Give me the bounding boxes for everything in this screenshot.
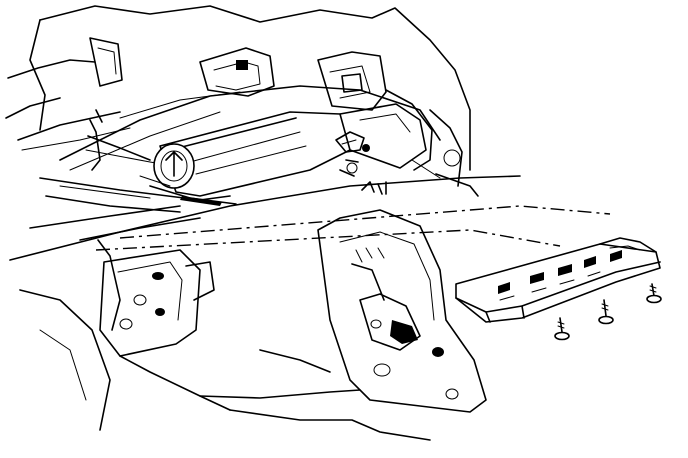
mounting-plate (455, 237, 661, 323)
screw-3 (646, 283, 662, 304)
vehicle-body-structure (5, 5, 521, 331)
screw-2 (598, 299, 614, 325)
tunnel-module (87, 103, 427, 206)
lower-side-panel (19, 249, 231, 431)
alignment-lines (95, 205, 611, 251)
screw-1 (554, 317, 570, 341)
fasteners (554, 283, 662, 341)
lower-pillar (199, 209, 487, 441)
